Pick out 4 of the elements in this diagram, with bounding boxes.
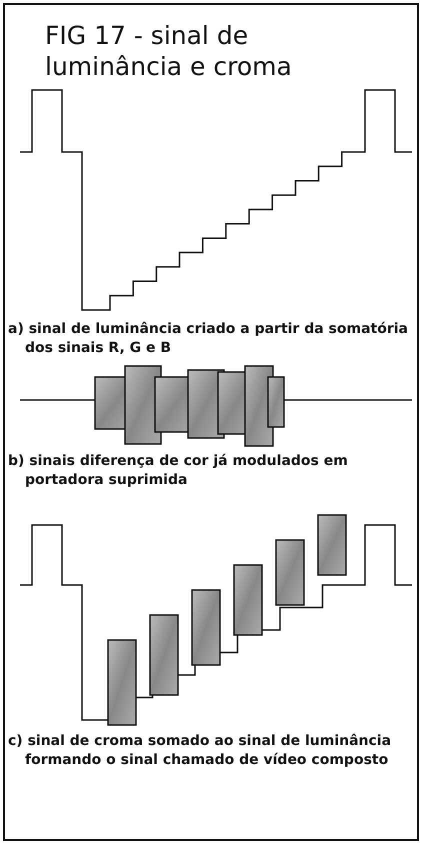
caption: b) sinais diferença de cor já modulados em portadora suprimida	[8, 452, 349, 490]
figure-title: FIG 17 - sinal de luminância e croma	[45, 20, 293, 82]
caption: c) sinal de croma somado ao sinal de luminância formando o sinal chamado de vídeo composto	[8, 732, 392, 770]
caption: a) sinal de luminância criado a partir da somatória dos sinais R, G e B	[8, 320, 409, 358]
